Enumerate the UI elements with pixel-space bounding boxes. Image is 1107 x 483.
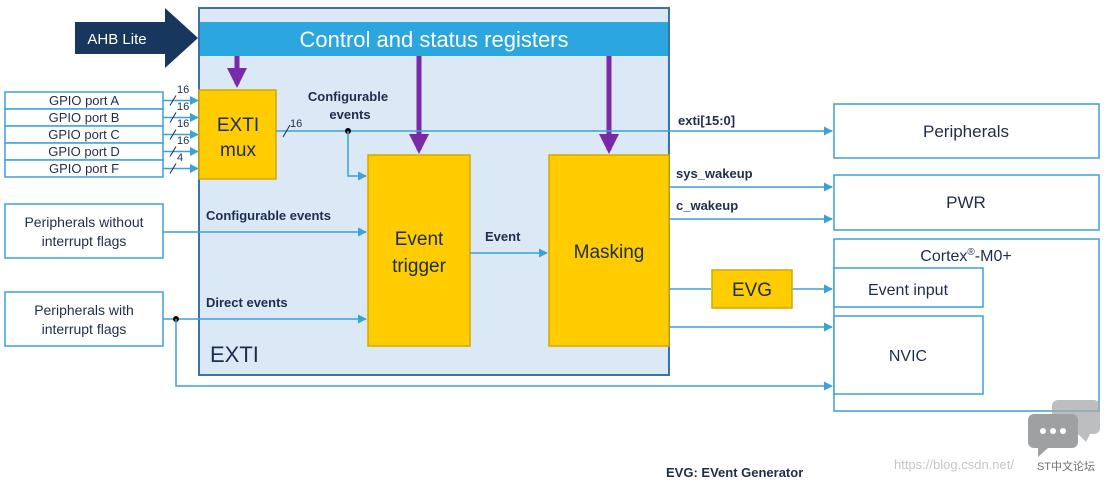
gpio-port-row: GPIO port D 16 — [4, 135, 199, 161]
control-status-registers — [200, 22, 668, 56]
gpio-port-row: GPIO port A 16 — [4, 84, 199, 110]
event-label: Event — [485, 229, 521, 244]
gpio-bus-slash — [169, 163, 177, 174]
peripherals-with-flags-label-1: Peripherals with — [34, 302, 134, 318]
pwr-label: PWR — [946, 193, 986, 212]
event-input-box — [833, 267, 984, 308]
cortex-suffix: -M0+ — [975, 248, 1012, 265]
pwr-box — [833, 174, 1100, 231]
gpio-bus-slash — [169, 112, 177, 123]
gpio-port-width: 16 — [177, 84, 189, 96]
peripherals-without-flags-label-2: interrupt flags — [42, 233, 127, 249]
gpio-port-width: 16 — [177, 101, 189, 113]
direct-events-label: Direct events — [206, 295, 288, 310]
watermark-url: https://blog.csdn.net/ — [894, 457, 1014, 472]
gpio-port-label: GPIO port B — [49, 110, 120, 125]
evg-label: EVG — [732, 280, 772, 301]
gpio-port-row: GPIO port B 16 — [4, 101, 199, 127]
gpio-port-width: 4 — [177, 152, 183, 164]
gpio-port-label: GPIO port D — [48, 144, 120, 159]
masking-block — [548, 154, 670, 347]
nvic-box — [833, 315, 984, 395]
gpio-port-label: GPIO port C — [48, 127, 120, 142]
event-trigger-label-1: Event — [395, 229, 444, 250]
sys-wakeup-label: sys_wakeup — [676, 166, 753, 181]
cortex-m0-label: Cortex®-M0+ — [920, 247, 1011, 265]
watermark: https://blog.csdn.net/ ST中文论坛 — [894, 400, 1100, 473]
cortex-registered-mark: ® — [967, 247, 975, 258]
peripherals-target-label: Peripherals — [923, 122, 1009, 141]
control-status-label: Control and status registers — [299, 27, 568, 52]
cortex-prefix: Cortex — [920, 248, 967, 265]
register-control-arrows — [227, 56, 619, 154]
peripherals-with-flags-label-2: interrupt flags — [42, 321, 127, 337]
evg-legend: EVG: EVent Generator — [666, 465, 803, 480]
peripherals-without-flags-label-1: Peripherals without — [24, 214, 143, 230]
gpio-port-width: 16 — [177, 118, 189, 130]
exti-bus-label: exti[15:0] — [678, 113, 735, 128]
chat-bubble-icon — [1028, 400, 1100, 457]
mux-width-label: 16 — [290, 118, 302, 130]
gpio-bus-slash — [169, 146, 177, 157]
peripherals-target-box — [833, 103, 1100, 159]
configurable-events-mux-label-2: events — [329, 107, 370, 122]
event-trigger-label-2: trigger — [392, 256, 447, 277]
exti-label: EXTI — [210, 342, 259, 367]
nvic-label: NVIC — [889, 348, 927, 365]
peripherals-with-flags-box — [4, 291, 164, 347]
exti-mux-block — [198, 89, 277, 180]
mux-output-bus: 16 — [276, 118, 833, 181]
peripherals-without-flags-box — [4, 203, 164, 259]
direct-events-line — [163, 314, 833, 391]
gpio-bus-slash — [169, 95, 177, 106]
masking-outputs — [669, 182, 833, 332]
c-wakeup-label: c_wakeup — [676, 198, 738, 213]
event-input-label: Event input — [868, 282, 949, 299]
ahb-lite-arrow: AHB Lite — [75, 8, 198, 68]
event-trigger-block — [367, 154, 471, 347]
gpio-bus-slash — [169, 129, 177, 140]
configurable-events-label: Configurable events — [206, 208, 331, 223]
configurable-events-mux-label-1: Configurable — [308, 89, 388, 104]
exti-mux-label-1: EXTI — [217, 115, 259, 136]
gpio-port-label: GPIO port A — [49, 93, 119, 108]
evg-block — [711, 269, 793, 309]
masking-label: Masking — [574, 242, 645, 263]
ahb-lite-label: AHB Lite — [87, 31, 146, 48]
gpio-port-row: GPIO port C 16 — [4, 118, 199, 144]
watermark-forum: ST中文论坛 — [1037, 459, 1095, 473]
exti-mux-label-2: mux — [220, 140, 256, 161]
gpio-port-label: GPIO port F — [49, 161, 119, 176]
gpio-port-row: GPIO port F 4 — [4, 152, 199, 178]
gpio-port-width: 16 — [177, 135, 189, 147]
